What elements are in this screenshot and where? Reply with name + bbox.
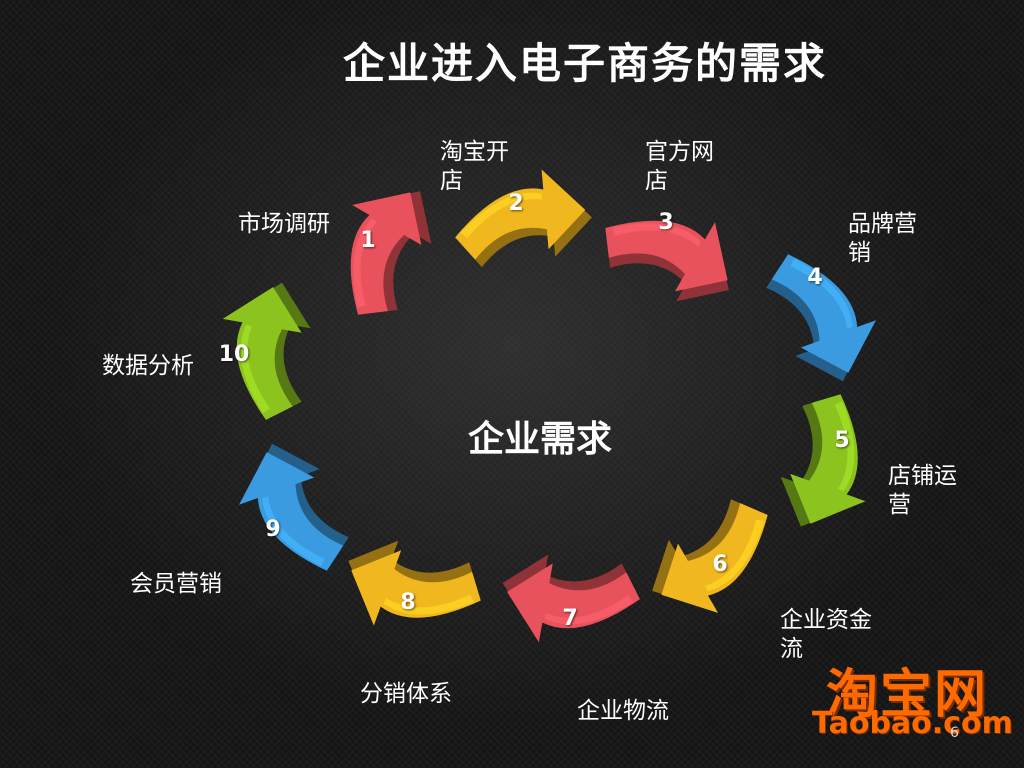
step-number-3: 3 bbox=[658, 210, 674, 235]
step-number-7: 7 bbox=[562, 606, 578, 631]
arrow-3 bbox=[605, 220, 729, 302]
slide-title: 企业进入电子商务的需求 bbox=[342, 39, 827, 88]
step-label-10: 数据分析 bbox=[102, 353, 194, 379]
step-number-9: 9 bbox=[265, 517, 281, 542]
arrow-6 bbox=[652, 499, 768, 613]
taobao-logo: 淘宝网 bbox=[825, 665, 988, 725]
step-number-6: 6 bbox=[712, 552, 728, 577]
step-number-8: 8 bbox=[400, 590, 416, 615]
step-label-2: 淘宝开店 bbox=[440, 139, 509, 194]
step-label-4: 品牌营销 bbox=[848, 211, 917, 266]
page-number: 6 bbox=[950, 725, 959, 741]
step-label-6: 企业资金流 bbox=[780, 607, 872, 662]
step-number-10: 10 bbox=[218, 342, 250, 367]
step-number-2: 2 bbox=[508, 191, 524, 216]
arrow-5 bbox=[780, 394, 866, 527]
taobao-logo-en: Taobao.com bbox=[812, 706, 1013, 741]
step-label-1: 市场调研 bbox=[238, 211, 330, 237]
step-label-9: 会员营销 bbox=[130, 571, 222, 597]
arrow-9 bbox=[239, 443, 349, 571]
step-number-4: 4 bbox=[807, 265, 823, 290]
arrow-7 bbox=[502, 554, 640, 643]
arrow-2 bbox=[455, 169, 592, 268]
step-number-5: 5 bbox=[834, 428, 850, 453]
step-label-7: 企业物流 bbox=[577, 698, 669, 724]
step-label-5: 店铺运营 bbox=[888, 463, 957, 518]
step-number-1: 1 bbox=[360, 228, 376, 253]
center-title: 企业需求 bbox=[468, 419, 613, 460]
arrow-1 bbox=[350, 191, 432, 315]
step-label-8: 分销体系 bbox=[360, 681, 452, 707]
arrow-10 bbox=[222, 282, 311, 420]
arrow-8 bbox=[348, 540, 481, 626]
step-label-3: 官方网店 bbox=[645, 139, 714, 194]
arrow-4 bbox=[766, 254, 876, 382]
